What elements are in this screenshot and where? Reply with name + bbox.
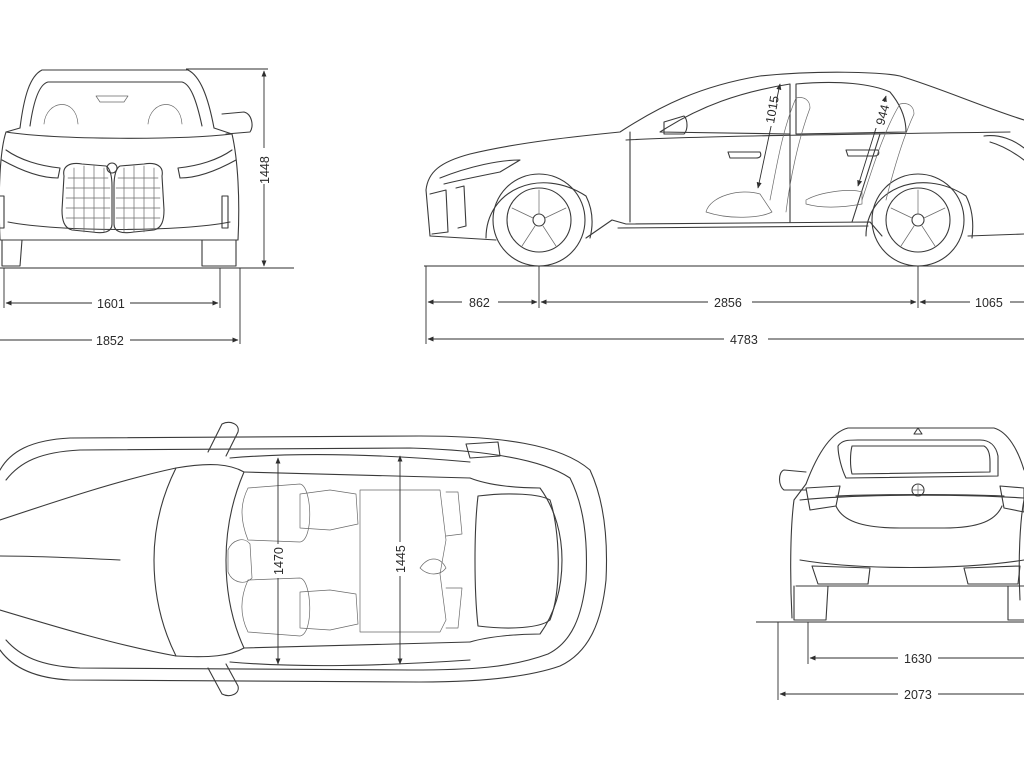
front-height-dimension: 1448 (186, 68, 272, 267)
side-rear-headroom-dimension: 944 (857, 95, 892, 187)
front-width-dimension: 1852 (0, 268, 241, 348)
side-rear-headroom-label: 944 (873, 103, 892, 127)
top-rear-shoulder-dimension: 1445 (392, 455, 408, 665)
rear-car-outline (778, 427, 1024, 621)
top-front-shoulder-dimension: 1470 (270, 457, 286, 665)
rear-view: 1630 2073 (756, 427, 1024, 702)
side-car-outline (425, 71, 1024, 267)
rear-width-dimension: 2073 (777, 622, 1024, 702)
side-front-headroom-dimension: 1015 (756, 83, 782, 189)
side-front-overhang-label: 862 (469, 296, 490, 310)
front-height-label: 1448 (258, 156, 272, 184)
side-rear-overhang-label: 1065 (975, 296, 1003, 310)
front-track-label: 1601 (97, 297, 125, 311)
side-view: 1015 944 862 2856 1065 4783 (424, 71, 1024, 347)
top-view: 1470 1445 (0, 421, 608, 697)
rear-width-label: 2073 (904, 688, 932, 702)
front-car-outline (0, 69, 253, 267)
top-front-shoulder-label: 1470 (272, 547, 286, 575)
rear-track-dimension: 1630 (807, 622, 1024, 666)
rear-track-label: 1630 (904, 652, 932, 666)
side-length-label: 4783 (730, 333, 758, 347)
front-view: 1448 1601 1852 (0, 68, 294, 348)
side-length-dimensions: 862 2856 1065 4783 (425, 266, 1024, 347)
side-front-headroom-label: 1015 (763, 95, 782, 125)
front-width-label: 1852 (96, 334, 124, 348)
front-track-dimension: 1601 (3, 268, 221, 311)
side-wheelbase-label: 2856 (714, 296, 742, 310)
top-car-outline (0, 421, 608, 697)
top-rear-shoulder-label: 1445 (394, 545, 408, 573)
